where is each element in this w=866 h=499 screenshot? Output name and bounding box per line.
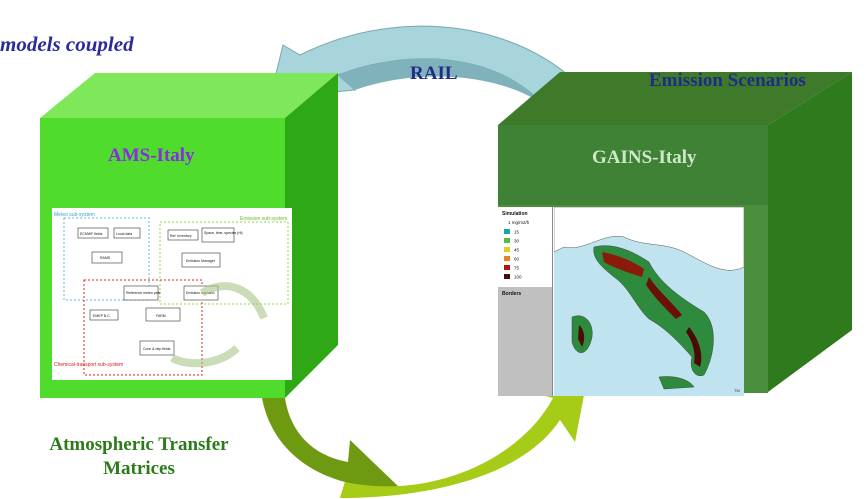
chem-label: Chemical-transport sub-system [54,362,123,368]
fc-box-5: Space, time, species (rtl) [204,231,243,235]
atmospheric-line-2: Matrices [103,458,175,479]
legend-swatch [504,229,510,234]
legend-header: Simulation [502,211,528,217]
meteo-label: Meteo sub-system [54,212,95,218]
fc-box-2: Local data [116,232,132,236]
fc-box-6: Emission Manager [186,259,216,263]
legend-unit: 1 mg/m2/h [508,220,530,225]
emission-scenarios-label: Emission Scenarios [649,70,806,91]
italy-map: TM [554,207,744,396]
legend-value: 100 [514,275,522,280]
fc-box-1: ECMWF fields [80,232,103,236]
legend-value: 30 [514,239,520,244]
legend-box: Simulation 1 mg/m2/h 15 30 45 60 75 100 [498,207,552,287]
ams-italy-title: AMS-Italy [108,145,195,166]
legend-value: 15 [514,230,520,235]
flowchart-svg: Meteo sub-system Emission sub-system Che… [54,212,289,376]
legend-value: 75 [514,266,520,271]
legend-items: 15 30 45 60 75 100 [504,229,522,280]
legend-column: Simulation 1 mg/m2/h 15 30 45 60 75 100 Borde… [498,207,553,396]
borders-label: Borders [502,291,521,297]
legend-swatch [504,274,510,279]
fc-box-10: FARM [156,314,166,318]
borders-legend: Borders [502,291,521,297]
map-note: TM [734,388,740,393]
legend-swatch [504,238,510,243]
diagram-title: models coupled [0,32,134,56]
legend-svg: Simulation 1 mg/m2/h 15 30 45 60 75 100 [502,211,530,280]
legend-swatch [504,247,510,252]
legend-swatch [504,256,510,261]
gains-italy-title: GAINS-Italy [592,147,697,168]
rail-arrow [269,25,621,156]
fc-box-11: Conc & dep fields [143,347,171,351]
fc-box-9: EMEP B.C. [93,314,111,318]
map-panel: Simulation 1 mg/m2/h 15 30 45 60 75 100 Borde… [498,207,744,396]
fc-box-4: Ref. inventory [170,234,192,238]
atmospheric-transfer-label: Atmospheric Transfer Matrices [10,433,268,481]
fc-box-7: Reference meteo year [126,291,161,295]
flowchart-panel: Meteo sub-system Emission sub-system Che… [52,208,292,380]
legend-swatch [504,265,510,270]
legend-value: 60 [514,257,520,262]
fc-box-8: Emission scenario [186,291,214,295]
emission-label: Emission sub-system [240,216,287,222]
atmospheric-arrow [262,390,585,498]
atmospheric-line-1: Atmospheric Transfer [49,434,229,455]
fc-box-3: RAMS [100,256,111,260]
legend-value: 45 [514,248,520,253]
rail-label: RAIL [410,63,458,84]
